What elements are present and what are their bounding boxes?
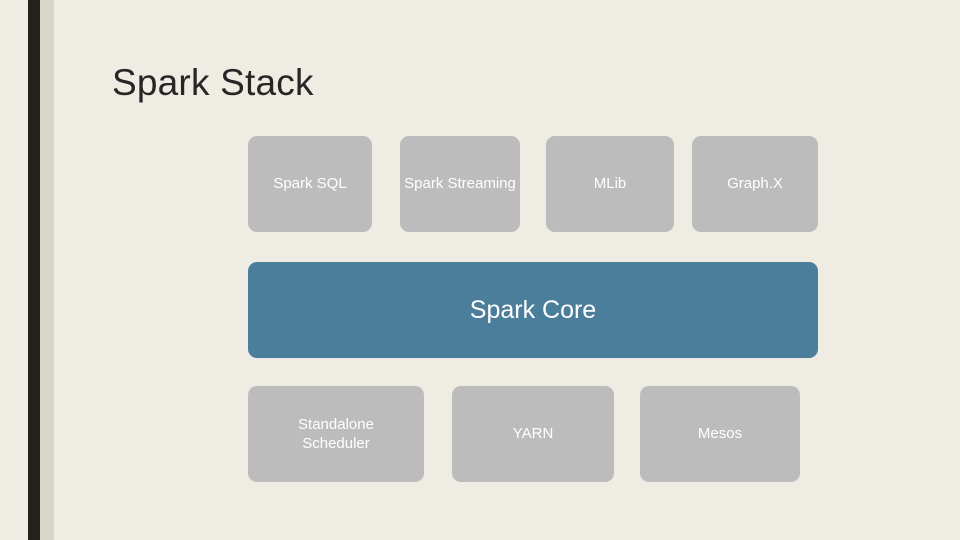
stack-box-spark-core[interactable]: Spark Core	[248, 262, 818, 358]
stack-box-standalone-scheduler[interactable]: Standalone Scheduler	[248, 386, 424, 482]
stack-box-label: Graph.X	[727, 175, 783, 193]
stack-box-label: Spark Streaming	[404, 175, 516, 193]
stack-box-mesos[interactable]: Mesos	[640, 386, 800, 482]
stack-box-label-line1: Standalone	[298, 415, 374, 433]
stack-box-label: Mesos	[697, 425, 743, 443]
stack-box-label: YARN	[512, 425, 554, 443]
stack-box-label-line2: Scheduler	[302, 435, 370, 452]
stack-box-label: MLib	[593, 175, 627, 193]
left-accent-bar-dark	[28, 0, 40, 540]
stack-box-spark-sql[interactable]: Spark SQL	[248, 136, 372, 232]
stack-box-label: Spark SQL	[273, 175, 347, 193]
stack-box-spark-streaming[interactable]: Spark Streaming	[400, 136, 520, 232]
stack-box-graphx[interactable]: Graph.X	[692, 136, 818, 232]
left-accent-bar-light	[40, 0, 54, 540]
stack-box-mlib[interactable]: MLib	[546, 136, 674, 232]
stack-box-label: Spark Core	[469, 296, 597, 324]
stack-box-yarn[interactable]: YARN	[452, 386, 614, 482]
page-title: Spark Stack	[112, 62, 314, 103]
